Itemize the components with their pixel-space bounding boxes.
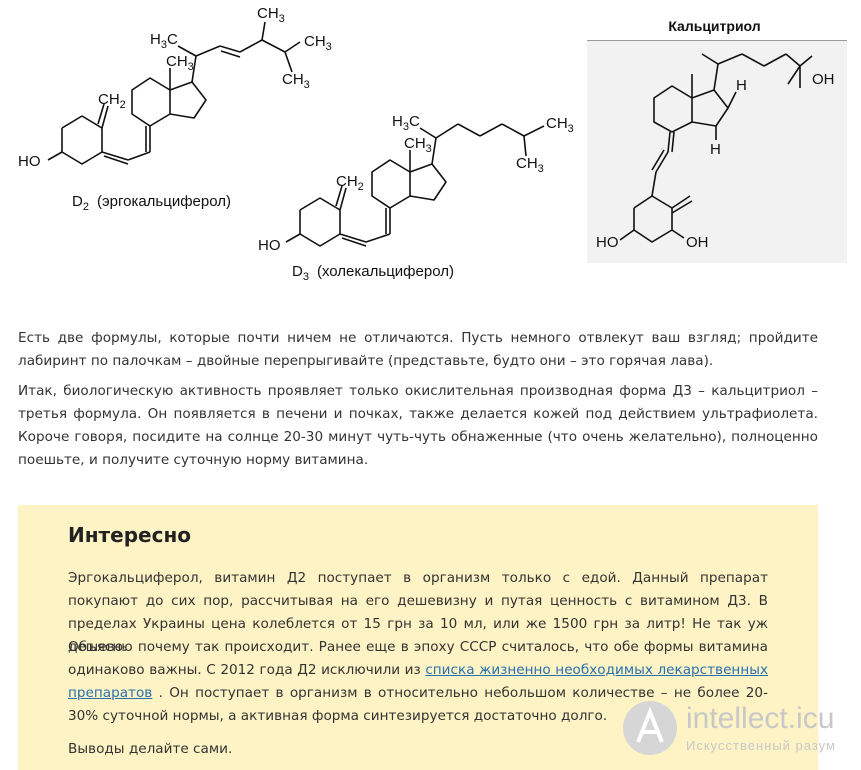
- d3-caption: D3(холекальциферол): [292, 263, 454, 283]
- watermark-tagline: Искусственный разум: [686, 738, 836, 753]
- calcitriol-panel: [587, 40, 847, 263]
- d3-ho-label: HO: [258, 237, 281, 254]
- callout-paragraph-conclusion: Выводы делайте сами.: [68, 741, 233, 757]
- callout-paragraph-explanation: Объясню почему так происходит. Ранее еще…: [68, 636, 768, 728]
- interesting-callout: Интересно Эргокальциферол, витамин Д2 по…: [18, 505, 818, 770]
- d3-ch3-bottom-label: CH3: [516, 155, 544, 175]
- structures-svg: HO CH2 H3C CH3 CH3 CH3 CH3 D2(эргокальци…: [18, 5, 835, 283]
- d2-structure: [47, 21, 301, 165]
- calcitriol-oh-bottom-label: OH: [686, 234, 709, 251]
- d2-ch3-right-label: CH3: [304, 33, 332, 53]
- d2-caption: D2(эргокальциферол): [72, 193, 231, 213]
- d2-ch3-bottom-label: CH3: [282, 71, 310, 91]
- d2-ho-label: HO: [18, 153, 41, 170]
- essential-drugs-list-link[interactable]: списка жизненно необходимых лекарственны…: [68, 662, 768, 701]
- calcitriol-structure: [619, 53, 813, 243]
- calcitriol-h-upper-label: H: [736, 77, 747, 94]
- d3-h3c-label: H3C: [392, 113, 420, 133]
- intellect-watermark: intellect.icu Искусственный разум: [618, 692, 861, 770]
- calcitriol-oh-top-label: OH: [812, 71, 835, 88]
- paragraph-formulas: Есть две формулы, которые почти ничем не…: [18, 330, 818, 369]
- callout-text-before-link: Объясню почему так происходит. Ранее еще…: [68, 639, 768, 678]
- callout-paragraph-ergocalciferol: Эргокальциферол, витамин Д2 поступает в …: [68, 570, 768, 655]
- watermark-brand: intellect.icu: [686, 702, 835, 735]
- paragraph-calcitriol: Итак, биологическую активность проявляет…: [18, 383, 818, 468]
- calcitriol-h-lower-label: H: [710, 141, 721, 158]
- d2-h3c-label: H3C: [150, 31, 178, 51]
- callout-text-after-link: . Он поступает в организм в относительно…: [68, 685, 768, 724]
- d3-structure: [285, 123, 545, 247]
- d3-ch3-ring-label: CH3: [404, 135, 432, 155]
- callout-title: Интересно: [68, 523, 192, 547]
- d3-ch3-right-label: CH3: [546, 115, 574, 135]
- calcitriol-title: Кальцитриол: [668, 18, 761, 34]
- chemical-structures-figure: Кальцитриол: [0, 0, 861, 300]
- d2-ch2-label: CH2: [98, 91, 126, 111]
- calcitriol-ho-label: HO: [596, 234, 619, 251]
- intellect-logo-icon: [623, 701, 677, 755]
- d2-ch3-top-label: CH3: [257, 5, 285, 25]
- d3-ch2-label: CH2: [336, 173, 364, 193]
- d2-ch3-ring-label: CH3: [166, 53, 194, 73]
